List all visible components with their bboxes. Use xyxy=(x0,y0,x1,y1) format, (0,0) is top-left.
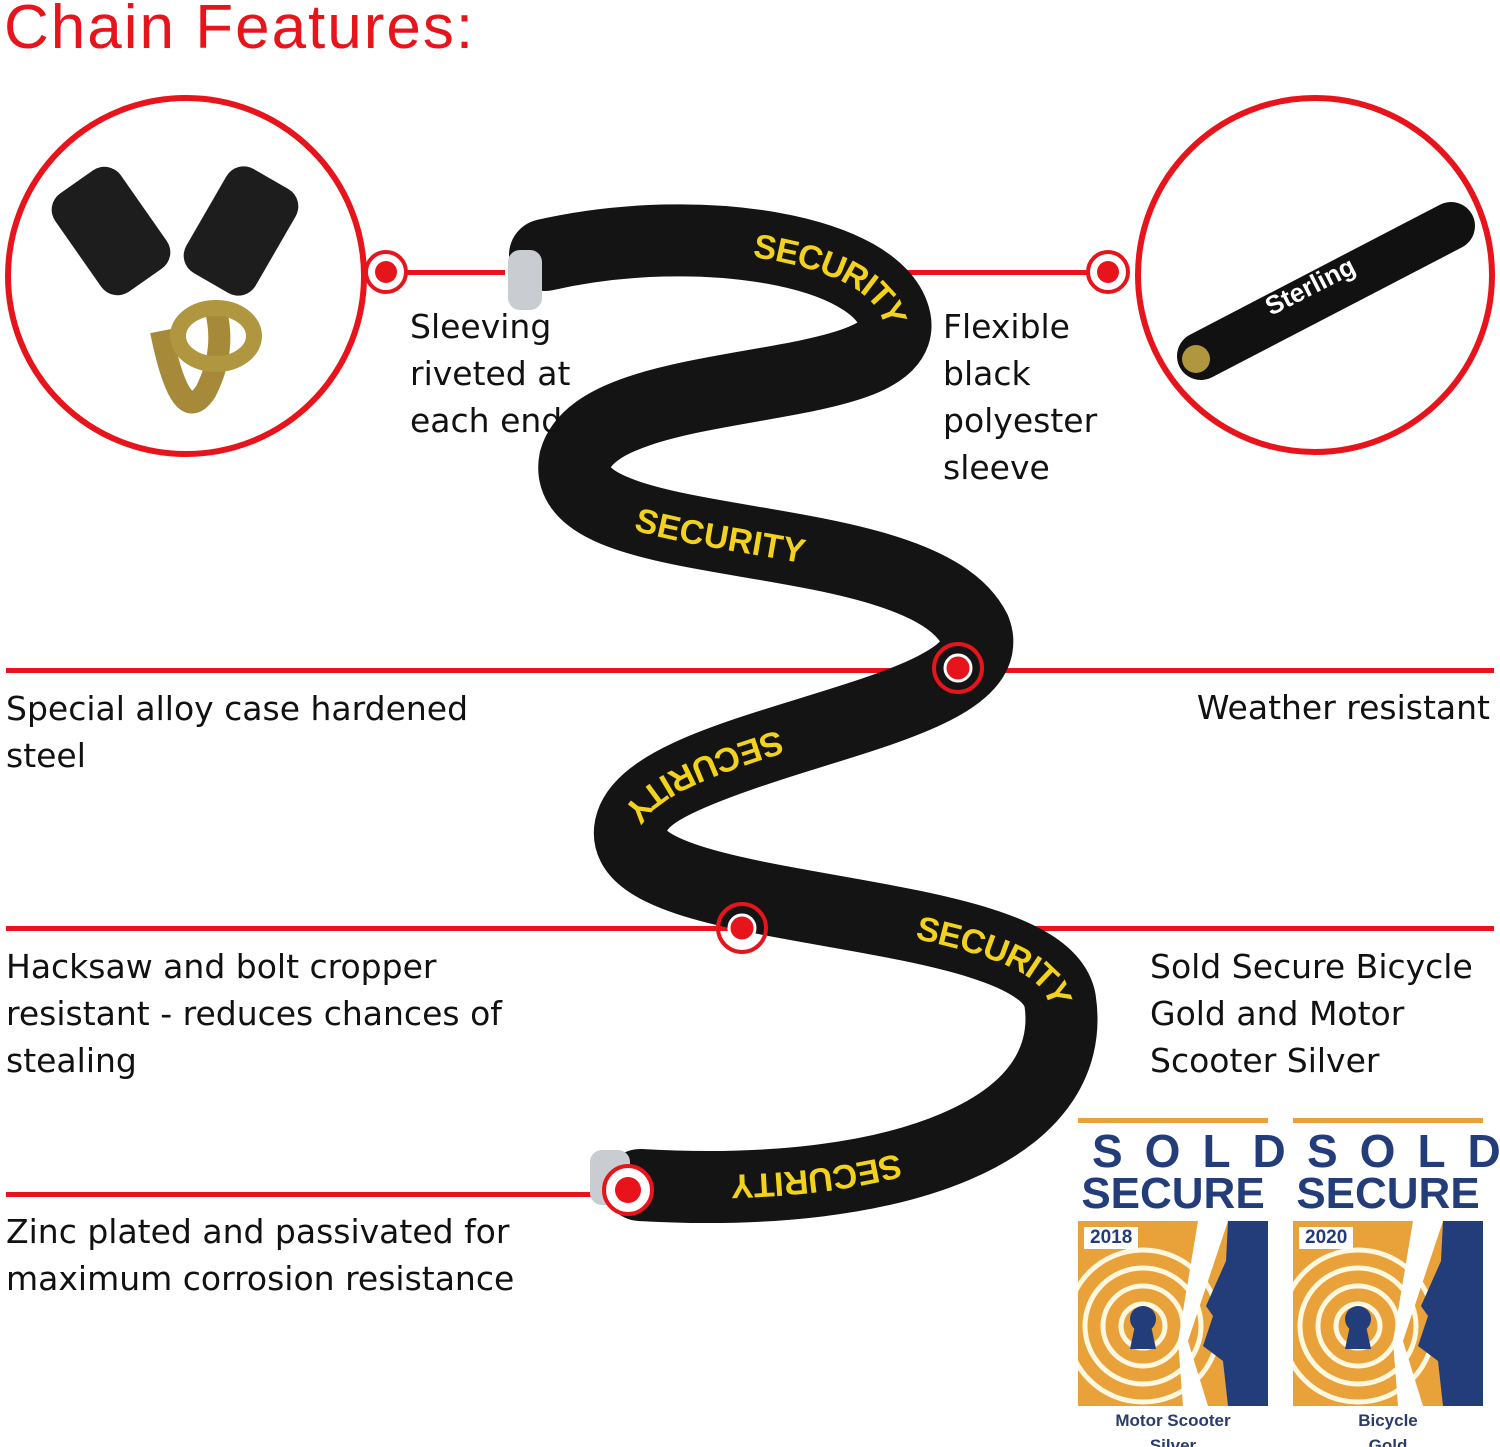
callout-line xyxy=(880,270,1108,275)
marker-icon xyxy=(932,642,984,694)
badge-level: Gold xyxy=(1368,1436,1408,1447)
sleeved-chain-icon: Sterling xyxy=(1177,202,1475,380)
sold-secure-badge-bicycle: SOLD SECURE 2020 Bicycle Gold xyxy=(1293,1118,1500,1447)
badge-category: Bicycle xyxy=(1358,1411,1418,1430)
marker-icon xyxy=(364,250,408,294)
marker-icon xyxy=(716,902,768,954)
marker-icon xyxy=(602,1164,654,1216)
divider-line xyxy=(6,1192,626,1197)
badge-level: Silver xyxy=(1149,1436,1197,1447)
badge-secure: SECURE xyxy=(1081,1169,1265,1218)
feature-weather-resistant: Weather resistant xyxy=(1196,688,1490,727)
feature-alloy-steel: Special alloy case hardened steel xyxy=(6,689,469,775)
badge-category: Motor Scooter xyxy=(1115,1411,1231,1430)
keyhole-logo-icon: 2018 xyxy=(1078,1221,1268,1406)
sold-secure-badge-motor-scooter: SOLD SECURE 2018 Motor Scooter Silver xyxy=(1078,1118,1308,1447)
feature-zinc-plated: Zinc plated and passivated for maximum c… xyxy=(6,1212,515,1298)
feature-flexible-sleeve: Flexible black polyester sleeve xyxy=(943,307,1098,487)
feature-sleeving: Sleeving riveted at each end xyxy=(410,307,571,440)
badge-sold: SOLD xyxy=(1092,1125,1308,1177)
marker-icon xyxy=(1086,250,1130,294)
callout-line xyxy=(385,270,505,275)
shackle-top xyxy=(508,250,542,310)
badge-year: 2020 xyxy=(1299,1227,1354,1249)
polyester-sleeve-closeup: Sterling xyxy=(1135,95,1495,455)
badge-secure: SECURE xyxy=(1296,1169,1480,1218)
keyhole-logo-icon: 2020 xyxy=(1293,1221,1483,1406)
badge-sold: SOLD xyxy=(1307,1125,1500,1177)
badge-year: 2018 xyxy=(1084,1227,1139,1249)
chain-end-closeup-icon xyxy=(51,166,299,414)
feature-sold-secure: Sold Secure Bicycle Gold and Motor Scoot… xyxy=(1150,947,1473,1080)
feature-cropper-resistant: Hacksaw and bolt cropper resistant - red… xyxy=(6,947,502,1080)
divider-line xyxy=(6,668,1494,673)
page-title: Chain Features: xyxy=(4,0,476,62)
sleeve-rivet-closeup xyxy=(5,95,367,457)
